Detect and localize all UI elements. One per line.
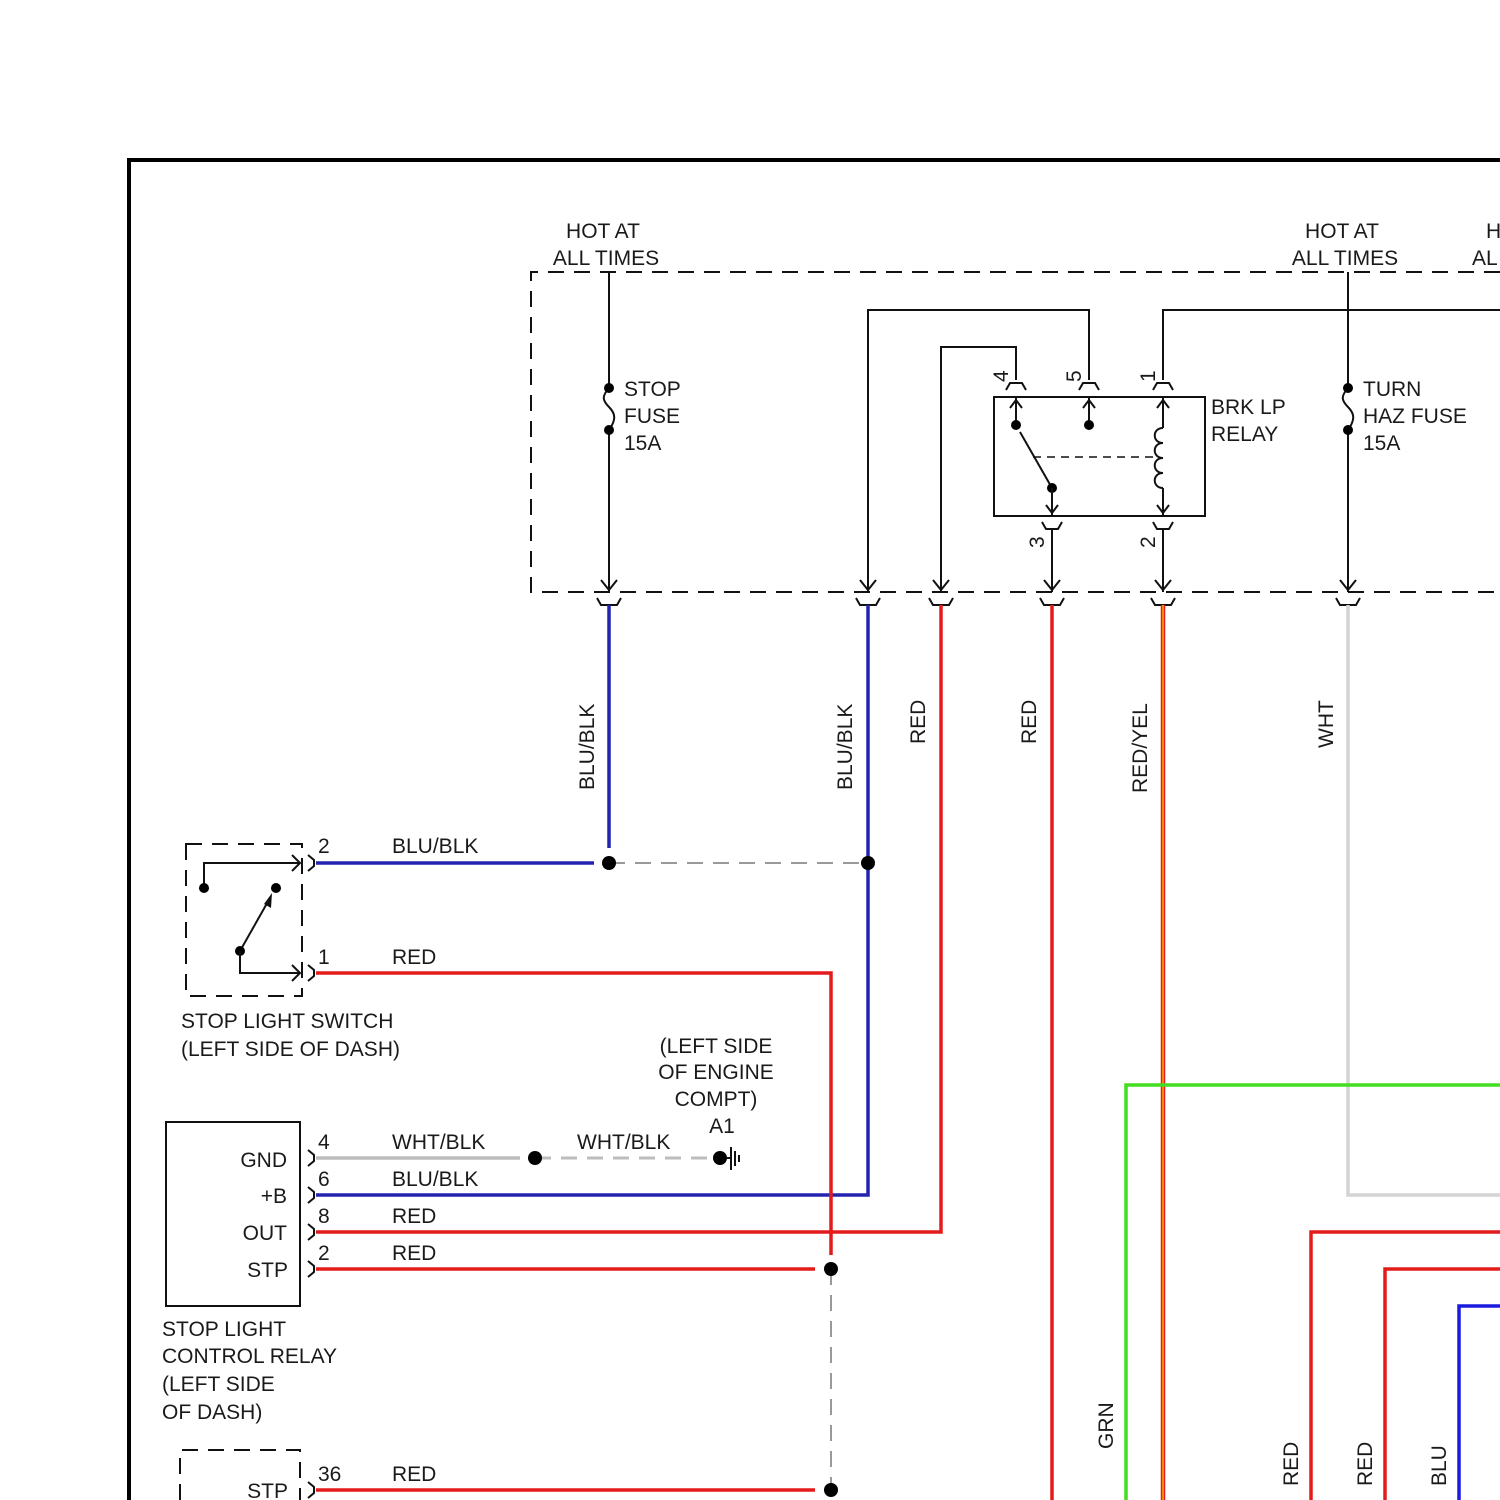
ground-location-1: (LEFT SIDE (660, 1035, 773, 1058)
wire-label-blu: BLU (1428, 1445, 1451, 1486)
power-label-edge-line1: H (1486, 220, 1500, 243)
stop-fuse-label-1: STOP (624, 378, 681, 401)
terminal-out: OUT (243, 1222, 288, 1245)
relay-pin-1: 1 (1137, 370, 1160, 382)
relay-pin-8-wire: RED (392, 1205, 436, 1228)
control-relay-label-1: STOP LIGHT (162, 1318, 286, 1341)
relay-pin-6-label: 6 (318, 1168, 330, 1191)
switch-pin-1: 1 (318, 946, 330, 969)
power-label-left-line2: ALL TIMES (553, 247, 659, 270)
wire-red-right-1 (1311, 1232, 1500, 1500)
wire-label-grn: GRN (1095, 1402, 1118, 1449)
stop-light-switch-label-2: (LEFT SIDE OF DASH) (181, 1038, 400, 1061)
power-label-edge-line2: AL (1472, 247, 1498, 270)
turn-fuse-label-3: 15A (1363, 432, 1400, 455)
turn-fuse-label-2: HAZ FUSE (1363, 405, 1467, 428)
brk-lp-relay (994, 397, 1205, 516)
wire-blu-right (1459, 1306, 1500, 1500)
splice-dot-red-module (824, 1483, 838, 1497)
relay-pin-8-label: 8 (318, 1205, 330, 1228)
turn-fuse-label-1: TURN (1363, 378, 1421, 401)
splice-dot-blu-blk-right (861, 856, 875, 870)
relay-pin-5: 5 (1063, 370, 1086, 382)
wire-label-red-3: RED (1280, 1442, 1303, 1486)
fuse-box-outline (531, 272, 1500, 592)
switch-pin-2: 2 (318, 835, 330, 858)
fuse-box-connectors (597, 598, 1360, 605)
splice-dot-red-stp (824, 1262, 838, 1276)
bottom-module-terminal: STP (247, 1480, 288, 1500)
wire-wht (1348, 605, 1500, 1195)
brk-lp-relay-label-1: BRK LP (1211, 396, 1286, 419)
relay-pin-2: 2 (1137, 536, 1160, 548)
relay-pin-4-label: 4 (318, 1131, 330, 1154)
relay-pin-4: 4 (990, 370, 1013, 382)
relay-internal-wiring (860, 310, 1500, 592)
wire-label-blu-blk-2: BLU/BLK (834, 704, 857, 790)
relay-pin-2-label: 2 (318, 1242, 330, 1265)
stop-light-switch-label-1: STOP LIGHT SWITCH (181, 1010, 393, 1033)
turn-haz-fuse (1340, 272, 1356, 592)
bottom-module-wire: RED (392, 1463, 436, 1486)
ground-dot (713, 1151, 727, 1165)
control-relay-label-3: (LEFT SIDE (162, 1373, 275, 1396)
terminal-gnd: GND (240, 1149, 287, 1172)
terminal-b: +B (261, 1185, 287, 1208)
power-label-left-line1: HOT AT (566, 220, 640, 243)
stop-fuse-label-3: 15A (624, 432, 661, 455)
control-relay-connectors (308, 1150, 314, 1277)
stop-fuse-label-2: FUSE (624, 405, 680, 428)
stop-fuse (601, 272, 617, 592)
control-relay-label-4: OF DASH) (162, 1401, 262, 1424)
wire-label-red-4: RED (1354, 1442, 1377, 1486)
switch-pin-2-wire: BLU/BLK (392, 835, 478, 858)
diagram-frame (129, 160, 1500, 1500)
terminal-stp: STP (247, 1259, 288, 1282)
splice-dot-blu-blk-left (602, 856, 616, 870)
ground-id: A1 (709, 1115, 735, 1138)
wire-label-red-2: RED (1018, 700, 1041, 744)
brk-lp-relay-label-2: RELAY (1211, 423, 1278, 446)
relay-pin-4-wire: WHT/BLK (392, 1131, 485, 1154)
bottom-module-connector (308, 1482, 314, 1498)
power-label-right-line2: ALL TIMES (1292, 247, 1398, 270)
wire-label-blu-blk-1: BLU/BLK (576, 704, 599, 790)
bottom-module-pin: 36 (318, 1463, 341, 1486)
ground-wire-label: WHT/BLK (577, 1131, 670, 1154)
stop-light-switch (186, 844, 314, 996)
splice-dot-wht-blk (528, 1151, 542, 1165)
switch-pin-1-wire: RED (392, 946, 436, 969)
wire-blu-blk-2 (316, 605, 868, 1195)
relay-contacts (1010, 397, 1158, 516)
ground-location-3: COMPT) (675, 1088, 758, 1111)
wire-grn (1126, 1085, 1500, 1500)
ground-symbol (727, 1147, 739, 1170)
relay-coil (1155, 397, 1169, 516)
power-label-right-line1: HOT AT (1305, 220, 1379, 243)
wire-label-red-1: RED (907, 700, 930, 744)
control-relay-label-2: CONTROL RELAY (162, 1345, 337, 1368)
relay-bottom-connectors (1042, 522, 1173, 592)
relay-pin-6-wire: BLU/BLK (392, 1168, 478, 1191)
wire-label-red-yel: RED/YEL (1129, 703, 1152, 793)
relay-top-connectors (1006, 383, 1173, 390)
relay-pin-3: 3 (1026, 536, 1049, 548)
ground-location-2: OF ENGINE (658, 1061, 774, 1084)
wire-label-wht: WHT (1315, 700, 1338, 748)
relay-pin-2-wire: RED (392, 1242, 436, 1265)
